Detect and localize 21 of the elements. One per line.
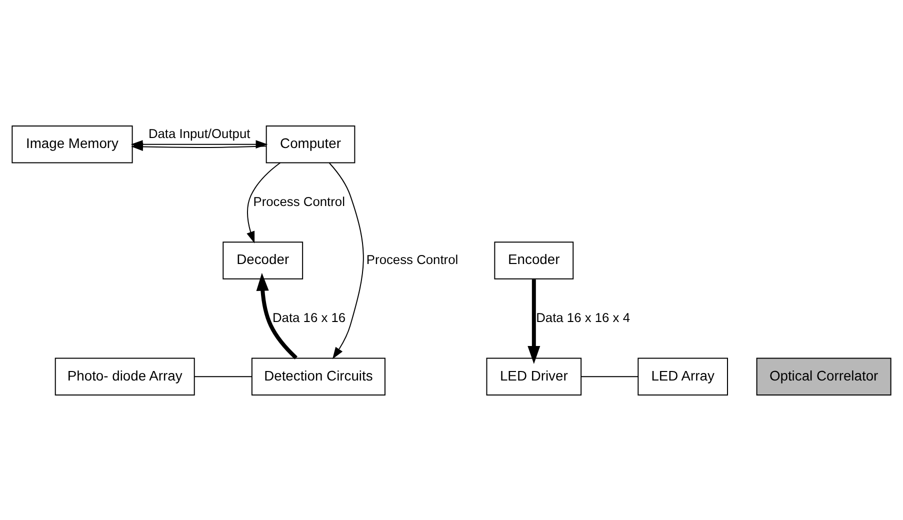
edge-label: Process Control: [253, 193, 345, 208]
arrow: [131, 142, 267, 150]
node-box: LED Array: [638, 357, 728, 396]
node-box: Image Memory: [12, 124, 133, 163]
node-box: Decoder: [222, 241, 304, 279]
edge-label: Data 16 x 16: [272, 309, 346, 324]
node-box: Encoder: [494, 241, 574, 279]
connector: [580, 376, 639, 377]
node-box: LED Driver: [486, 357, 582, 396]
edge-label: Process Control: [366, 251, 458, 266]
node-box: Photo- diode Array: [54, 357, 195, 396]
arrow: [328, 162, 364, 359]
arrow: [528, 278, 540, 364]
arrow: [246, 162, 281, 243]
edge-label: Data 16 x 16 x 4: [536, 309, 630, 324]
node-box: Detection Circuits: [251, 357, 386, 396]
edge-label: Data Input/Output: [148, 125, 250, 140]
arrow: [256, 272, 298, 359]
node-box: Optical Correlator: [756, 357, 892, 396]
node-box: Computer: [266, 124, 356, 163]
connector: [194, 376, 252, 377]
